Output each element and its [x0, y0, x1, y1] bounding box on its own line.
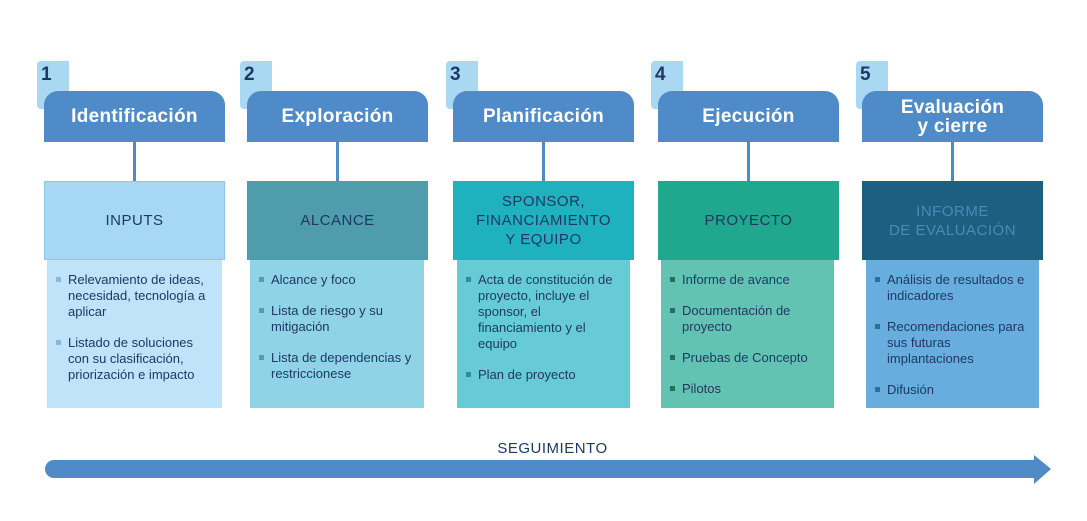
list-item: Lista de riesgo y su mitigación — [259, 303, 418, 335]
stage-title: Ejecución — [658, 91, 839, 142]
box-label-line: DE EVALUACIÓN — [888, 221, 1017, 239]
list-item: Listado de soluciones con su clasificaci… — [56, 335, 216, 383]
stage-title-line: y cierre — [917, 115, 988, 137]
list-item: Informe de avance — [670, 272, 828, 288]
stage-title-line: Ejecución — [702, 106, 795, 127]
connector-line — [747, 142, 750, 182]
deliverables-list: Análisis de resultados e indicadores Rec… — [866, 260, 1039, 408]
connector-line — [951, 142, 954, 182]
stage-output-box: INFORME DE EVALUACIÓN — [862, 181, 1043, 260]
list-item: Lista de dependencias y restriccionese — [259, 350, 418, 382]
list-item: Alcance y foco — [259, 272, 418, 288]
box-label-line: Y EQUIPO — [505, 231, 582, 248]
box-label-line: FINANCIAMIENTO — [475, 212, 612, 229]
stage-title-line: Identificación — [71, 106, 198, 127]
connector-line — [542, 142, 545, 182]
list-item: Documentación de proyecto — [670, 303, 828, 335]
stage-title-line: Exploración — [281, 106, 394, 127]
list-item: Análisis de resultados e indicadores — [875, 272, 1033, 304]
connector-line — [133, 142, 136, 182]
box-label-line: ALCANCE — [300, 212, 375, 229]
deliverables-list: Acta de constitución de proyecto, incluy… — [457, 260, 630, 408]
stage-output-box: SPONSOR, FINANCIAMIENTO Y EQUIPO — [453, 181, 634, 260]
list-item: Pruebas de Concepto — [670, 350, 828, 366]
box-label-line: INFORME — [916, 202, 989, 220]
stage-output-box: ALCANCE — [247, 181, 428, 260]
stage-output-box: PROYECTO — [658, 181, 839, 260]
stage-title: Evaluación y cierre — [862, 91, 1043, 142]
stage-title: Planificación — [453, 91, 634, 142]
seguimiento-label: SEGUIMIENTO — [497, 440, 608, 457]
box-label-line: PROYECTO — [704, 212, 793, 229]
deliverables-list: Relevamiento de ideas, necesidad, tecnol… — [47, 260, 222, 408]
connector-line — [336, 142, 339, 182]
stage-title-line: Planificación — [482, 106, 605, 127]
deliverables-list: Alcance y foco Lista de riesgo y su miti… — [250, 260, 424, 408]
box-label-line: INPUTS — [105, 212, 164, 229]
list-item: Plan de proyecto — [466, 367, 624, 383]
deliverables-list: Informe de avance Documentación de proye… — [661, 260, 834, 408]
stage-title-line: Evaluación — [900, 96, 1005, 118]
box-label-line: SPONSOR, — [501, 193, 586, 210]
list-item: Pilotos — [670, 381, 828, 397]
stage-title: Identificación — [44, 91, 225, 142]
list-item: Recomendaciones para sus futuras implant… — [875, 319, 1033, 367]
list-item: Relevamiento de ideas, necesidad, tecnol… — [56, 272, 216, 320]
stage-output-box: INPUTS — [44, 181, 225, 260]
list-item: Difusión — [875, 382, 1033, 398]
list-item: Acta de constitución de proyecto, incluy… — [466, 272, 624, 352]
stage-title: Exploración — [247, 91, 428, 142]
